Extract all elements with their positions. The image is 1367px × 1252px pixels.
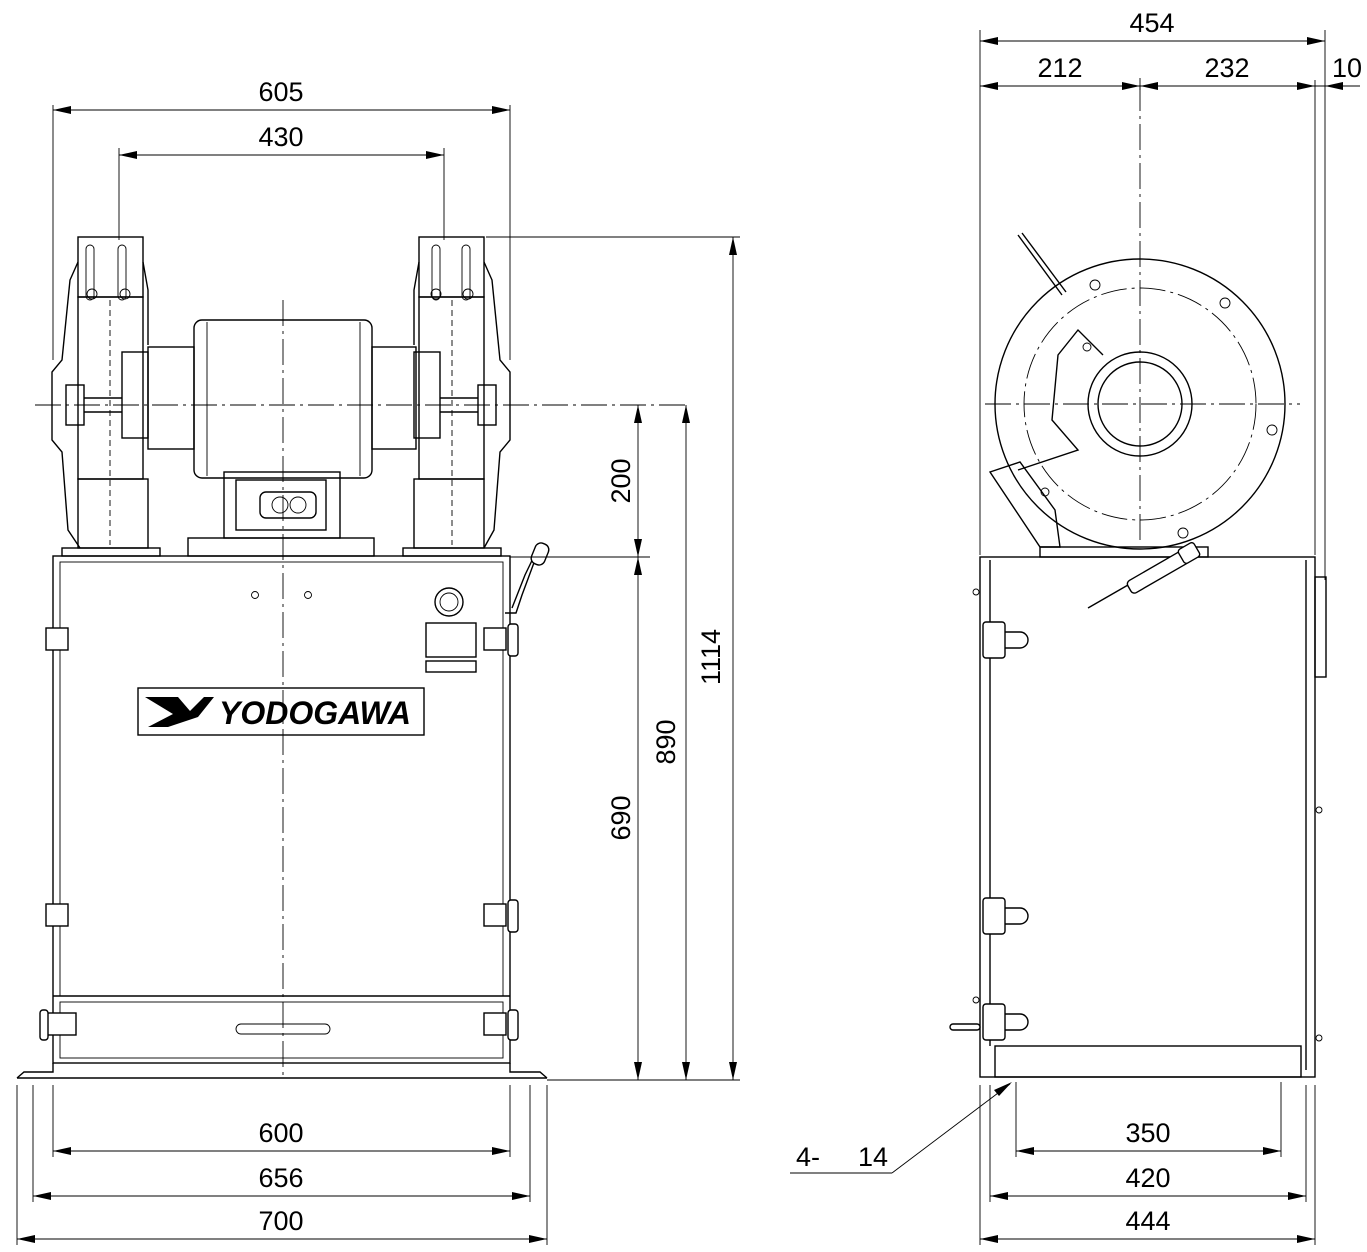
front-view: YODOGAWA xyxy=(16,77,740,1245)
air-hose xyxy=(505,542,550,614)
right-wheel-guard xyxy=(413,236,511,549)
dim-wheel-center-span: 430 xyxy=(119,122,444,159)
dim-label-890: 890 xyxy=(651,719,681,764)
dim-label-420: 420 xyxy=(1125,1163,1170,1193)
dim-label-232: 232 xyxy=(1204,53,1249,83)
anchor-hole-note: 4- 14 xyxy=(790,1082,1012,1174)
side-cabinet xyxy=(979,556,1316,1078)
dim-height-total: 1114 xyxy=(696,237,737,1080)
dim-label-1114: 1114 xyxy=(696,629,726,685)
dim-label-605: 605 xyxy=(258,77,303,107)
dim-label-10: 10 xyxy=(1332,53,1362,83)
power-switch xyxy=(259,491,317,519)
brand-logo-icon xyxy=(145,697,214,727)
dim-label-700: 700 xyxy=(258,1206,303,1236)
side-latches xyxy=(949,621,1029,1041)
side-drawer xyxy=(994,1045,1302,1078)
dim-cabinet-height: 690 xyxy=(606,557,642,1080)
door-hinges xyxy=(39,623,519,1041)
dim-height-to-spindle: 890 xyxy=(651,405,690,1080)
dim-spindle-split: 212 232 10 xyxy=(980,53,1362,90)
dim-label-430: 430 xyxy=(258,122,303,152)
indicator-lamp xyxy=(425,622,477,658)
dim-side-anchor-span: 350 xyxy=(1016,1118,1281,1155)
dim-label-350: 350 xyxy=(1125,1118,1170,1148)
dim-side-overall-depth-bottom: 444 xyxy=(980,1206,1315,1243)
side-rear-bracket xyxy=(1314,576,1327,678)
side-air-hose xyxy=(1087,541,1201,609)
dim-label-454: 454 xyxy=(1129,8,1174,38)
dim-overall-width-top: 605 xyxy=(53,77,510,114)
switch-box xyxy=(223,471,341,539)
eye-shield-arm xyxy=(1017,234,1063,296)
anchor-note-value: 14 xyxy=(858,1142,888,1172)
dim-base-width: 656 xyxy=(33,1163,530,1200)
drawer-handle xyxy=(235,1023,331,1035)
dim-side-base-depth: 420 xyxy=(990,1163,1306,1200)
dim-label-690: 690 xyxy=(606,795,636,840)
dim-label-212: 212 xyxy=(1037,53,1082,83)
dim-label-200: 200 xyxy=(606,458,636,503)
brand-name: YODOGAWA xyxy=(219,695,411,731)
anchor-note-prefix: 4- xyxy=(796,1142,820,1172)
brand-plate: YODOGAWA xyxy=(137,687,425,736)
dim-label-656: 656 xyxy=(258,1163,303,1193)
dim-spindle-above-cabinet: 200 xyxy=(606,405,642,557)
side-view: 454 212 232 10 350 420 xyxy=(790,8,1362,1245)
pressure-gauge xyxy=(434,587,464,617)
grinder-base xyxy=(187,537,375,557)
side-grinder-base xyxy=(1039,546,1209,558)
dim-overall-depth: 454 xyxy=(980,8,1325,45)
dim-label-600: 600 xyxy=(258,1118,303,1148)
dim-label-444: 444 xyxy=(1125,1206,1170,1236)
cabinet-door xyxy=(59,561,504,997)
dim-overall-width-bottom: 700 xyxy=(17,1206,547,1243)
left-wheel-guard xyxy=(51,236,149,549)
dim-anchor-span: 600 xyxy=(53,1118,510,1155)
cabinet-body xyxy=(52,555,511,1064)
side-wheel-guard xyxy=(994,258,1286,550)
dust-drawer xyxy=(59,1001,504,1059)
